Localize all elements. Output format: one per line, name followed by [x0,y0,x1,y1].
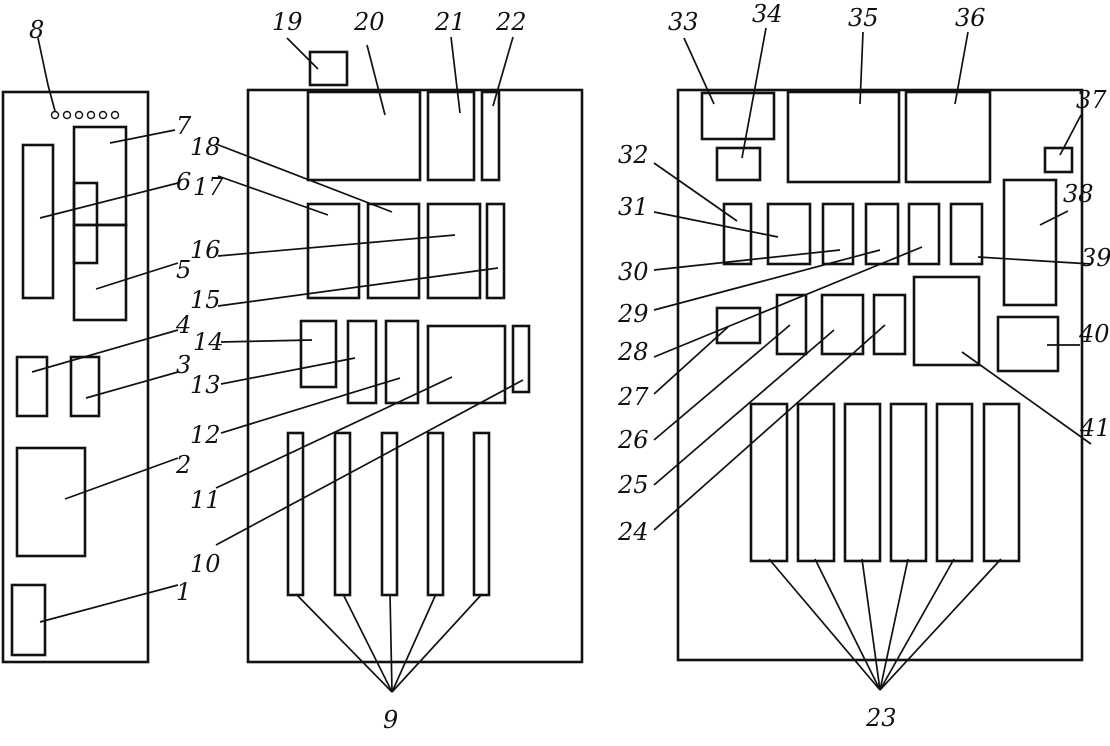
part-37 [1043,146,1074,174]
callout-1: 1 [176,578,191,606]
callout-37: 37 [1076,86,1107,114]
callout-39: 39 [1081,244,1110,272]
part-26 [775,293,808,356]
left-part-6-slot [21,143,55,300]
callout-2: 2 [175,451,191,479]
part-27 [715,306,762,345]
left-part-1 [10,583,47,657]
left-part-4 [15,355,49,418]
right-board [676,88,1084,662]
callout-7: 7 [176,112,192,140]
callout-26: 26 [617,426,649,454]
callout-32: 32 [618,141,649,169]
callout-3: 3 [176,351,191,379]
part-34 [715,146,762,182]
leader-lines [31,27,1092,693]
part-17 [306,202,361,300]
part-38 [1002,178,1058,307]
part-14 [299,319,338,389]
part-40 [996,315,1060,373]
callout-30: 30 [618,258,649,286]
part-39 [949,202,984,266]
part-36 [904,90,992,184]
part-20 [306,90,422,182]
callout-15: 15 [190,286,221,314]
callout-27: 27 [617,383,649,411]
callout-24: 24 [617,518,649,546]
callout-23: 23 [865,704,897,732]
callout-35: 35 [848,4,879,32]
callout-38: 38 [1063,180,1094,208]
left-part-3 [69,355,101,418]
callout-11: 11 [190,486,221,514]
callout-8: 8 [29,16,44,44]
part-32 [722,202,753,266]
part-25 [820,293,865,356]
callout-31: 31 [618,193,649,221]
callout-25: 25 [617,471,649,499]
part-35 [786,90,901,184]
left-board [1,90,150,664]
part-31 [766,202,812,266]
callout-5: 5 [176,256,191,284]
callout-22: 22 [495,8,527,36]
part-21 [426,90,476,182]
callout-12: 12 [190,421,221,449]
part-15 [485,202,506,300]
connector-pins [50,110,120,120]
callout-33: 33 [668,8,699,36]
part-28 [907,202,941,266]
callout-36: 36 [955,4,986,32]
part-12 [384,319,420,405]
callout-6: 6 [176,168,191,196]
slot-group-9 [286,431,491,597]
middle-board [246,88,584,664]
left-part-6-tab [72,181,99,265]
callout-10: 10 [190,550,221,578]
callout-numbers: 1 2 3 4 5 6 7 8 9 10 11 12 13 14 15 16 1… [29,0,1110,734]
part-22 [480,90,501,182]
part-18 [366,202,421,300]
callout-21: 21 [434,8,466,36]
callout-28: 28 [617,338,649,366]
callout-34: 34 [752,0,783,28]
callout-4: 4 [175,311,191,339]
callout-17: 17 [193,173,224,201]
part-19 [308,50,349,87]
part-33 [700,91,776,141]
callout-19: 19 [272,8,303,36]
callout-20: 20 [353,8,385,36]
part-16 [426,202,482,300]
callout-9: 9 [383,706,398,734]
left-part-2 [15,446,87,558]
part-11 [426,324,507,405]
callout-40: 40 [1078,320,1110,348]
callout-16: 16 [190,236,221,264]
callout-14: 14 [193,328,224,356]
part-29 [864,202,900,266]
part-24 [872,293,907,356]
part-13 [346,319,378,405]
callout-41: 41 [1079,414,1110,442]
slot-group-23 [749,402,1021,563]
callout-18: 18 [190,133,221,161]
part-30 [821,202,855,266]
callout-13: 13 [190,371,221,399]
left-part-5-block [72,223,128,322]
callout-29: 29 [617,300,649,328]
part-10 [511,324,531,394]
part-41 [912,275,981,367]
